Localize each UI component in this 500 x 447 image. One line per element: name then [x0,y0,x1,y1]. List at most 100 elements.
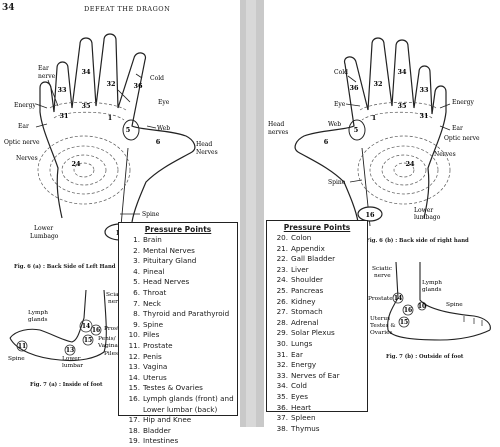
pressure-point-number: 27. [276,307,288,317]
pressure-point-label: Penis [143,351,162,361]
pressure-point-number: 10. [128,330,140,340]
pressure-point-number: 26. [276,296,288,306]
point-6: 6 [324,138,329,146]
label-head-nerves: Head [196,141,212,148]
pressure-point-item: 25.Pancreas [271,286,363,297]
pressure-point-item: 4.Pineal [123,267,233,278]
pressure-point-number: 36. [276,402,288,412]
pressure-point-label: Pineal [143,266,165,276]
pressure-point-label: Pituitary Gland [143,256,197,266]
label-piles: Piles [104,351,118,357]
pressure-point-label: Spine [143,319,164,329]
page-number: 34 [2,3,15,13]
pressure-point-number: 34. [276,381,288,391]
pressure-point-label: Mental Nerves [143,245,195,255]
pressure-point-label: Bladder [143,425,171,435]
point-36: 36 [133,82,143,90]
pressure-point-item: 7.Neck [123,299,233,310]
label-energy: Energy [14,102,37,109]
point-13: 13 [66,347,74,354]
pressure-point-label: Stomach [291,307,323,317]
point-5: 5 [354,126,359,134]
pressure-point-item: 29.Solar Plexus [271,328,363,339]
svg-text:lumbar: lumbar [62,363,83,369]
label-eye: Eye [158,99,170,106]
label-spine: Spine [446,302,463,308]
pressure-point-number: 33. [276,370,288,380]
svg-text:Vagina: Vagina [97,343,118,349]
pressure-point-label: Spleen [291,413,316,423]
label-optic-nerve: Optic nerve [4,139,40,146]
svg-text:Lumbago: Lumbago [30,233,59,240]
point-33: 33 [419,86,429,94]
svg-text:nerve: nerve [38,73,56,80]
point-15: 15 [400,319,408,326]
label-ear-nerve: Ear [38,65,49,72]
label-penis-vagina: Penis/ [98,336,116,342]
label-spine: Spine [142,211,160,218]
pressure-point-item: 16.Lymph glands (front) and [123,394,234,405]
pressure-point-label: Kidney [291,296,316,306]
right-page: 34 33 32 35 36 31 5 6 1 24 16 Cold Eye W… [264,0,500,433]
pressure-point-label: Solar Plexus [291,328,335,338]
label-uterus: Uterus [370,316,390,322]
inside-foot-diagram: 14 16 15 13 11 Lymph glands Sciatic nerv… [8,289,129,369]
point-32: 32 [106,80,115,88]
pressure-point-item: 13.Vagina [123,362,233,373]
right-hand-diagram: 34 33 32 35 36 31 5 6 1 24 16 Cold Eye W… [268,37,480,227]
svg-text:nerve: nerve [374,273,391,279]
svg-text:Testes &: Testes & [370,323,396,329]
pressure-point-number: 8. [133,309,140,319]
pressure-point-number: 23. [276,264,288,274]
pressure-point-item: 2.Mental Nerves [123,246,233,257]
pressure-point-number: 22. [276,254,288,264]
pressure-point-number: 29. [276,328,288,338]
pressure-point-item: 17.Hip and Knee [123,415,233,426]
fig-6b-caption: Fig. 6 (b) : Back side of right hand [366,238,469,244]
pressure-point-item: 32.Energy [271,360,363,371]
pressure-point-item: 30.Lungs [271,339,363,350]
pressure-point-number: 19. [128,436,140,446]
pressure-point-number: 18. [128,425,140,435]
pressure-point-number: 2. [133,245,140,255]
pressure-point-item: 9.Spine [123,320,233,331]
pressure-point-number: 17. [128,415,140,425]
pressure-point-number: 7. [133,298,140,308]
pressure-point-label: Pancreas [291,285,324,295]
pressure-point-label: Hip and Knee [143,415,192,425]
pressure-point-label: Eyes [291,391,308,401]
pressure-point-label: Adrenal [291,317,319,327]
pressure-point-label: Brain [143,235,162,244]
label-cold: Cold [334,69,348,76]
pressure-points-title: Pressure Points [144,225,212,234]
label-web: Web [328,121,341,128]
svg-text:nerve: nerve [108,299,125,305]
point-36: 36 [349,84,359,92]
point-34: 34 [397,68,407,76]
left-page: 34 DEFEAT THE DRAGON 34 33 32 36 [0,0,240,445]
pressure-point-item: 12.Penis [123,352,233,363]
pressure-point-label: Appendix [291,243,325,253]
pressure-point-label: Liver [291,264,309,274]
pressure-point-label: Piles [143,330,160,340]
label-optic-nerve: Optic nerve [444,135,480,142]
pressure-point-item: 11.Prostate [123,341,233,352]
point-11: 11 [18,343,26,350]
point-15: 15 [84,337,92,344]
pressure-point-item: 34.Cold [271,381,363,392]
pressure-point-label: Energy [291,360,317,370]
svg-text:Nerves: Nerves [196,149,218,156]
pressure-point-number: 13. [128,362,140,372]
pressure-point-number: 24. [276,275,288,285]
label-ear: Ear [18,123,29,130]
outside-foot-diagram: 14 16 15 10 Sciatic nerve Lymph glands P… [368,261,491,341]
pressure-point-label: Colon [291,233,312,242]
pressure-point-number: 28. [276,317,288,327]
pressure-point-item: 31.Ear [271,350,363,361]
pressure-point-item: 5.Head Nerves [123,277,233,288]
pressure-point-number: 12. [128,351,140,361]
pressure-point-number: 25. [276,285,288,295]
pressure-point-number: 11. [128,340,140,350]
